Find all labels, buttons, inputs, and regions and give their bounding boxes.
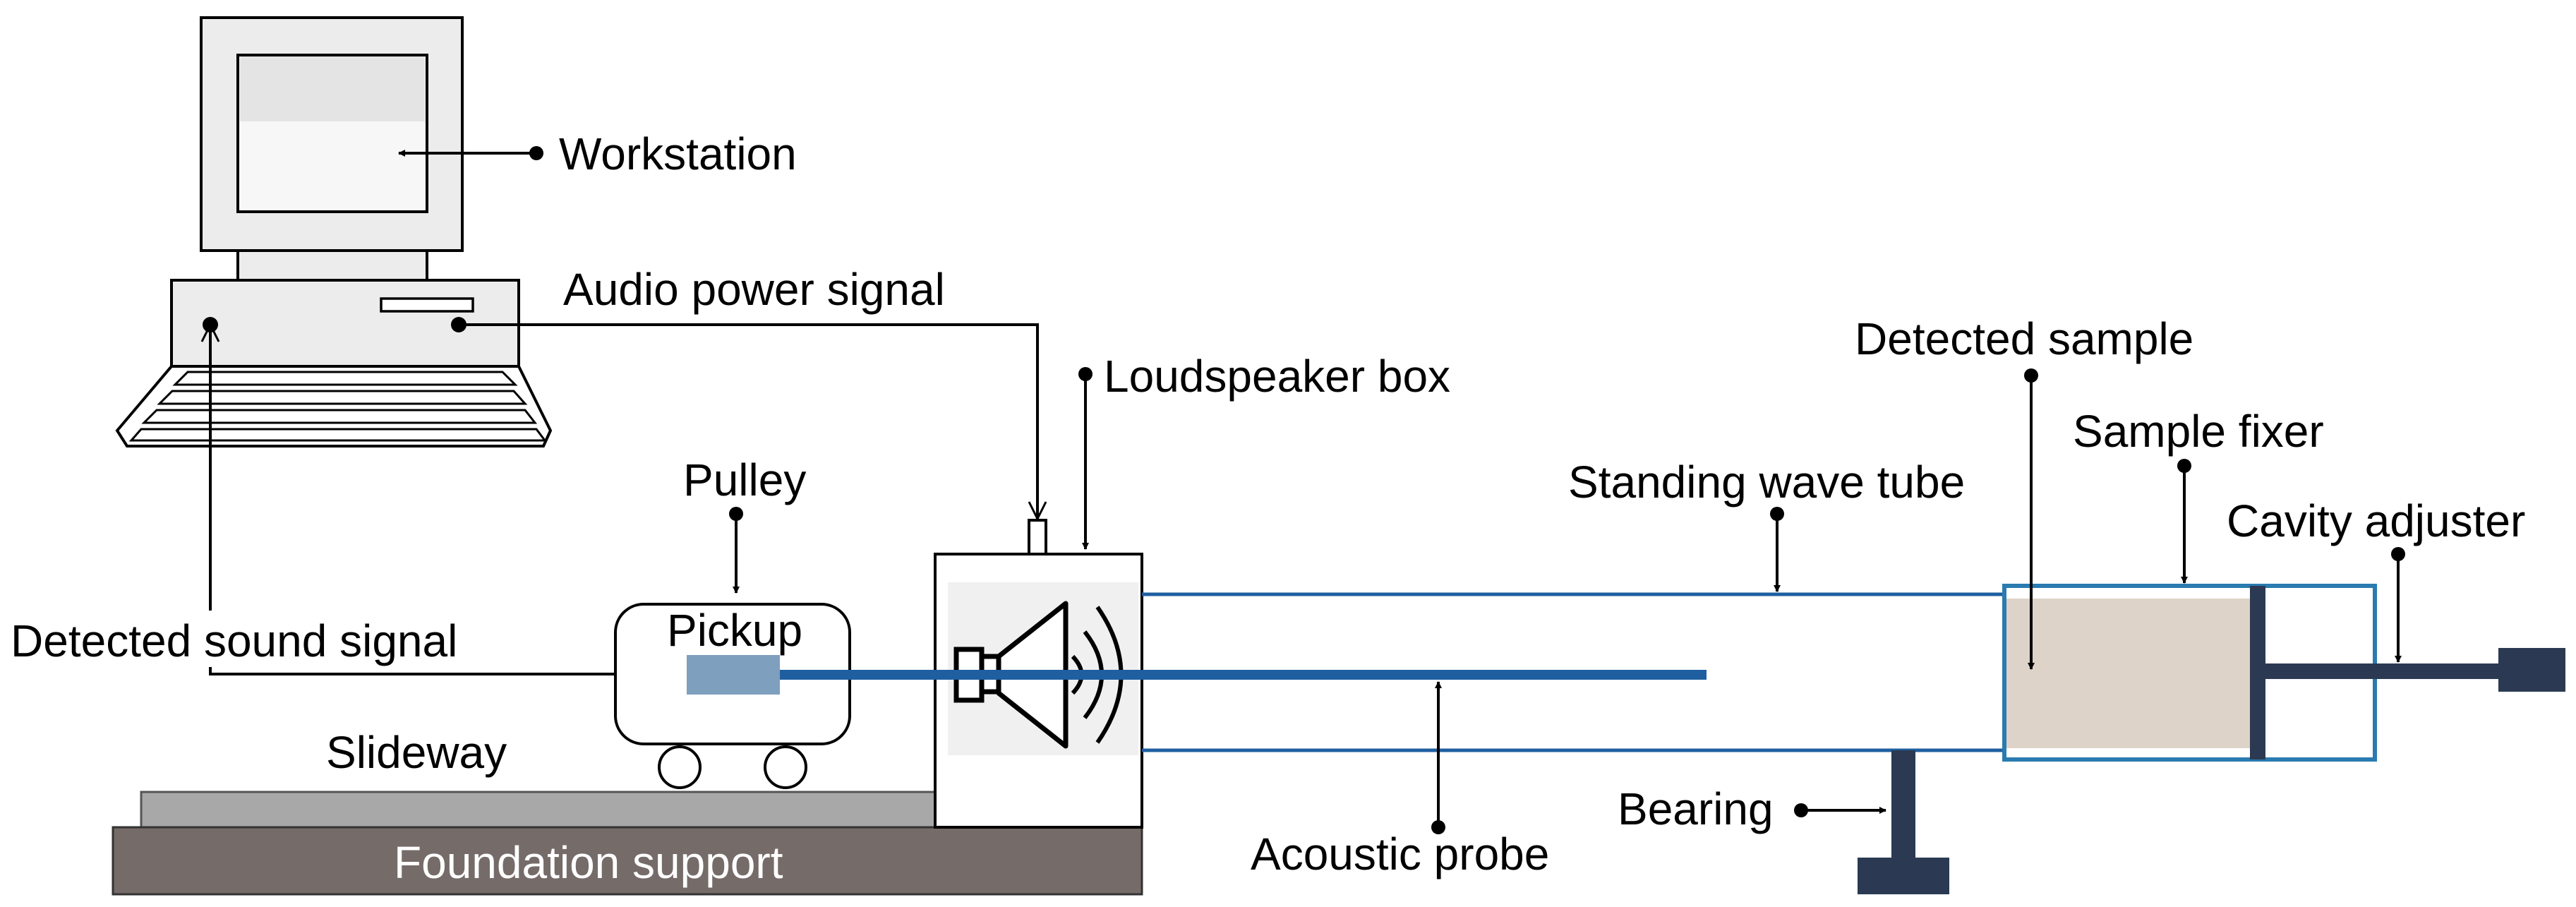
workstation-computer — [115, 16, 553, 448]
workstation-label: Workstation — [559, 128, 797, 179]
loudspeaker-box-callout: Loudspeaker box — [1078, 351, 1450, 550]
foundation-support-label: Foundation support — [394, 837, 783, 888]
piston-plate — [2250, 586, 2265, 759]
monitor-stand — [236, 249, 428, 282]
sample-fixer-label: Sample fixer — [2073, 406, 2324, 457]
cavity-adjuster-callout: Cavity adjuster — [2227, 495, 2525, 663]
detected-sample-label: Detected sample — [1855, 313, 2193, 364]
bearing-stand — [1858, 750, 1949, 894]
slideway-rail — [140, 791, 937, 829]
bearing-post — [1891, 750, 1915, 860]
bearing-foot — [1858, 858, 1949, 894]
loudspeaker-box-label: Loudspeaker box — [1104, 351, 1450, 402]
adjuster-knob — [2498, 648, 2565, 692]
keyboard — [115, 365, 553, 448]
loudspeaker-connector — [1028, 519, 1047, 555]
audio-power-signal-label: Audio power signal — [563, 264, 945, 315]
foundation-assembly: Foundation support Slideway — [112, 727, 1143, 896]
slideway-label: Slideway — [326, 727, 507, 778]
bearing-callout: Bearing — [1618, 783, 1886, 834]
pickup-sensor — [687, 655, 780, 695]
loudspeaker-box — [934, 519, 1143, 829]
pulley-callout: Pulley — [683, 455, 806, 594]
pulley-cart: Pickup — [614, 603, 851, 789]
drive-slot — [380, 297, 474, 313]
sample-fixer-callout: Sample fixer — [2073, 406, 2324, 584]
detected-sound-wire: Detected sound signal — [4, 317, 688, 675]
detected-sample-block — [2006, 599, 2250, 748]
sample-fixer — [2002, 584, 2565, 762]
foundation-support-block — [112, 826, 1143, 896]
acoustic-probe-callout: Acoustic probe — [1251, 681, 1549, 879]
detected-sample-callout: Detected sample — [1855, 313, 2193, 670]
cart-wheel-left — [658, 745, 702, 789]
cavity-adjuster-label: Cavity adjuster — [2227, 495, 2525, 546]
audio-power-wire: Audio power signal — [451, 264, 1037, 519]
workstation-callout: Workstation — [398, 128, 797, 179]
detected-sound-signal-label: Detected sound signal — [11, 615, 457, 666]
cart-wheel-right — [764, 745, 807, 789]
pulley-label: Pulley — [683, 455, 806, 505]
pickup-label: Pickup — [667, 605, 802, 656]
standing-wave-tube-label: Standing wave tube — [1568, 457, 1965, 507]
acoustic-probe-label: Acoustic probe — [1251, 829, 1549, 879]
standing-wave-tube-callout: Standing wave tube — [1568, 457, 1965, 592]
bearing-label: Bearing — [1618, 783, 1774, 834]
piston-rod — [2265, 663, 2502, 679]
standing-wave-tube — [1142, 592, 2040, 752]
